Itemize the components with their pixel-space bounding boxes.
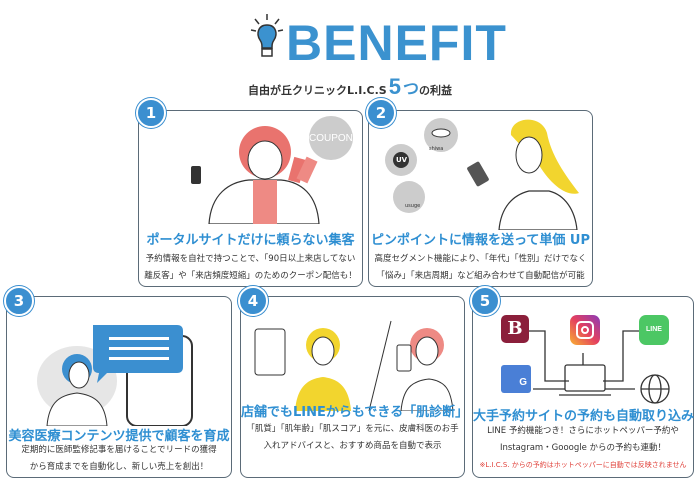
card-body: 高度セグメント機能により、「年代」「性別」だけでなく 「悩み」「来店周期」など組… [369, 251, 592, 285]
benefit-card-4: 店舗でもLINEからもできる「肌診断」 「肌質」「肌年齢」「肌スコア」を元に、皮… [240, 296, 469, 478]
card-body-line: 離反客」や「来店頻度短縮」のためのクーポン配信も！ [144, 271, 357, 281]
benefit-number-badge: 3 [4, 286, 34, 316]
card-title: ポータルサイトだけに頼らない集客 [146, 233, 355, 248]
benefit-number-badge: 4 [238, 286, 268, 316]
benefit-number-badge: 1 [136, 98, 166, 128]
card-title: 店舗でもLINEからもできる「肌診断」 [241, 405, 469, 420]
woman-with-smartphone-illustration [385, 118, 579, 230]
subtitle-tsu: つ [402, 79, 419, 98]
doctor-with-phone-illustration [37, 325, 193, 426]
subtitle-suffix: の利益 [418, 84, 452, 97]
bubble-label-usuge: usuge [405, 203, 421, 209]
woman-with-coupon-illustration [191, 116, 353, 224]
card-body-line: 「肌質」「肌年齢」「肌スコア」を元に、皮膚科医のお手 [246, 424, 459, 434]
google-business-icon: G [501, 365, 531, 393]
benefit-number-badge: 5 [470, 286, 500, 316]
bubble-label-shiwa: shiwa [429, 146, 444, 152]
card-body-line: から育成までを自動化し、新しい売上を創出！ [29, 462, 209, 472]
card-body: LINE 予約機能つき！さらにホットペッパー予約や Instagram・Gooo… [473, 423, 693, 474]
card-body-line: 高度セグメント機能により、「年代」「性別」だけでなく [374, 254, 587, 264]
card-body: 「肌質」「肌年齢」「肌スコア」を元に、皮膚科医のお手 入れアドバイスと、おすすめ… [241, 421, 464, 455]
benefit-card-5: B LINE G 大手予約サイトの予約も自動取り込み LINE 予約機能つき！さ… [472, 296, 694, 478]
card-body-line: 定期的に医師監修記事を届けることでリードの獲得 [21, 445, 217, 455]
card-title: 大手予約サイトの予約も自動取り込み [473, 409, 695, 424]
benefit-card-3: 美容医療コンテンツ提供で顧客を育成 定期的に医師監修記事を届けることでリードの獲… [6, 296, 232, 478]
card-body: 定期的に医師監修記事を届けることでリードの獲得 から育成までを自動化し、新しい売… [7, 442, 231, 476]
card-body-line: 「悩み」「来店周期」など組み合わせて自動配信が可能 [376, 271, 585, 281]
benefit-number-badge: 2 [366, 98, 396, 128]
hotpepper-beauty-icon: B [501, 315, 529, 343]
card-title: ピンポイントに情報を送って単価 UP [371, 233, 590, 248]
lightbulb-icon [250, 14, 284, 57]
card-title: 美容医療コンテンツ提供で顧客を育成 [8, 429, 230, 444]
card-body-line: 入れアドバイスと、おすすめ商品を自動で表示 [263, 441, 442, 451]
benefit-card-2: shiwa UV usuge ピンポイントに情報を送って単価 UP 高度セグメン… [368, 110, 593, 287]
instagram-icon [570, 315, 600, 345]
card-note: ※L.I.C.S. からの予約はホットペッパーに自動では反映されません [479, 461, 687, 469]
card-body-line: Instagram・Gooogle からの予約も連動！ [499, 443, 667, 453]
page-title: BENEFIT [286, 15, 507, 71]
subtitle-prefix: 自由が丘クリニックL.I.C.S [248, 84, 387, 97]
booking-integration-diagram [527, 330, 670, 404]
coupon-label: COUPON [309, 133, 353, 144]
line-icon: LINE [639, 315, 669, 345]
card-body: 予約情報を自社で持つことで、「90日以上来店してない 離反客」や「来店頻度短縮」… [139, 251, 362, 285]
card-body-line: 予約情報を自社で持つことで、「90日以上来店してない [145, 254, 356, 264]
card-body-line: LINE 予約機能つき！さらにホットペッパー予約や [487, 426, 679, 436]
skin-diagnosis-illustration [254, 320, 454, 411]
bubble-label-uv: UV [396, 156, 408, 164]
subtitle-number: 5 [388, 74, 401, 99]
benefit-card-1: COUPON ポータルサイトだけに頼らない集客 予約情報を自社で持つことで、「9… [138, 110, 363, 287]
